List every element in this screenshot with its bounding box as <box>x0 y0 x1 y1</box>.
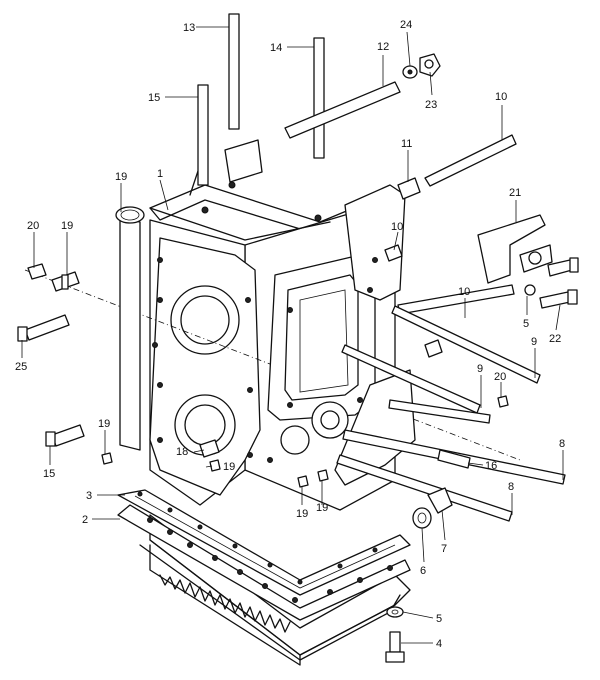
callout-9-right: 9 <box>531 336 537 348</box>
stud-15-left <box>45 424 85 447</box>
washer-5-lower <box>386 606 404 618</box>
callout-9-mid: 9 <box>477 363 483 375</box>
dowel-19-b <box>209 459 221 472</box>
pan-gasket <box>117 489 411 596</box>
nut-23 <box>419 53 441 77</box>
stud-8-lower <box>336 454 513 522</box>
drain-plug-7 <box>427 487 453 514</box>
callout-23: 23 <box>425 99 437 111</box>
callout-15-left: 15 <box>43 468 55 480</box>
callout-4: 4 <box>436 638 442 650</box>
callout-25: 25 <box>15 361 27 373</box>
crankcase-housing <box>24 139 521 511</box>
callout-8-lower: 8 <box>508 481 514 493</box>
bolt-22-upper <box>547 257 579 277</box>
callout-19-bot-b: 19 <box>316 502 328 514</box>
bolt-25 <box>17 314 70 342</box>
callout-20: 20 <box>27 220 39 232</box>
callout-10-low: 10 <box>458 286 470 298</box>
oil-pan <box>117 504 411 666</box>
dowel-19-a <box>101 452 113 465</box>
stud-9 <box>341 339 491 424</box>
stud-12 <box>284 81 401 139</box>
callout-11: 11 <box>401 138 412 150</box>
callout-15-right: 16 <box>485 460 497 472</box>
oil-filler-tube <box>115 206 145 451</box>
stud-13-right <box>313 37 325 159</box>
callout-8-upper: 8 <box>559 438 565 450</box>
dowel-19-c <box>297 475 309 488</box>
callout-2: 2 <box>82 514 88 526</box>
drain-seal-6 <box>412 507 432 529</box>
washer-5-upper <box>524 284 536 296</box>
bracket-21 <box>477 214 553 284</box>
washer-24 <box>402 65 418 79</box>
callout-21: 21 <box>509 187 521 199</box>
callout-19-left: 19 <box>98 418 110 430</box>
callout-10-mid: 10 <box>391 221 403 233</box>
dowel-19-e <box>497 395 509 408</box>
callout-12: 12 <box>377 41 389 53</box>
callout-14: 15 <box>148 92 160 104</box>
bolt-4 <box>385 631 405 663</box>
callout-17: 19 <box>115 171 127 183</box>
stud-10-mid <box>391 284 541 384</box>
callout-3: 3 <box>86 490 92 502</box>
callout-5-upper: 5 <box>523 318 529 330</box>
callout-19-bot-a: 19 <box>296 508 308 520</box>
bolt-22-lower <box>539 289 578 309</box>
callout-19-center: 19 <box>223 461 235 473</box>
callout-24: 24 <box>400 19 412 31</box>
callout-13-right: 14 <box>270 42 282 54</box>
callout-10-top: 10 <box>495 91 507 103</box>
dowel-19-d <box>317 469 329 482</box>
stud-10-top <box>424 134 517 187</box>
callout-16: 18 <box>176 446 188 458</box>
sleeve-15-right <box>437 449 471 469</box>
callout-22: 22 <box>549 333 561 345</box>
stud-14 <box>197 84 209 186</box>
callout-5-lower: 5 <box>436 613 442 625</box>
stud-13-left <box>228 13 240 130</box>
leader-lines <box>21 26 564 644</box>
callout-19-right: 20 <box>494 371 506 383</box>
sleeve-11 <box>397 177 421 200</box>
dowel-10-small <box>384 244 403 262</box>
callout-7: 7 <box>441 543 447 555</box>
plug-20 <box>27 263 47 280</box>
callout-13-left: 13 <box>183 22 195 34</box>
callout-labels: 13 14 12 24 23 15 10 11 19 1 21 10 20 19… <box>15 19 565 650</box>
callout-18: 19 <box>61 220 73 232</box>
callout-6: 6 <box>420 565 426 577</box>
dowel-16 <box>199 439 220 458</box>
fitting-18 <box>51 271 80 292</box>
callout-1: 1 <box>157 168 163 180</box>
